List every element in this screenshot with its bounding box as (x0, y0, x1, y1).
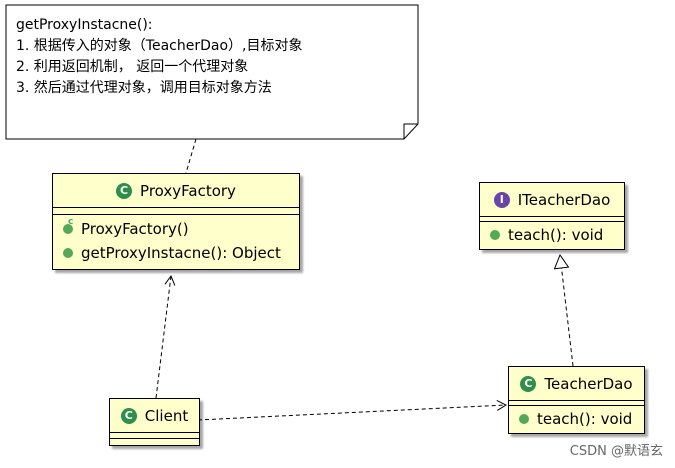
note-fold (403, 123, 418, 139)
public-method-icon (490, 230, 500, 240)
attribute-compartment (509, 401, 644, 406)
operation-compartment (110, 439, 199, 445)
attribute-compartment (480, 217, 624, 222)
client-to-teacherdao-dependency (197, 399, 508, 421)
class-name: Client (144, 406, 189, 425)
attribute-compartment (53, 208, 299, 215)
class-icon: C (120, 407, 137, 424)
note-text: getProxyInstacne(): 1. 根据传入的对象（TeacherDa… (16, 15, 303, 99)
attribute-compartment (110, 433, 199, 439)
public-method-icon (519, 414, 529, 424)
operation-label: ProxyFactory() (81, 220, 189, 238)
operation-label: getProxyInstacne(): Object (81, 244, 281, 262)
class-header: C TeacherDao (509, 367, 644, 401)
note-anchor-line (185, 138, 197, 174)
note-line: getProxyInstacne(): (16, 17, 153, 33)
note-outline (5, 4, 419, 140)
operation-row: teach(): void (509, 407, 644, 431)
note: getProxyInstacne(): 1. 根据传入的对象（TeacherDa… (6, 5, 418, 139)
class-proxyfactory[interactable]: C ProxyFactory c ProxyFactory() getProxy… (52, 173, 300, 270)
note-line: 1. 根据传入的对象（TeacherDao）,目标对象 (16, 38, 303, 54)
interface-icon: I (493, 191, 510, 208)
operation-row: c ProxyFactory() (53, 217, 299, 241)
class-name: ITeacherDao (517, 190, 611, 209)
operation-row: getProxyInstacne(): Object (53, 241, 299, 265)
class-client[interactable]: C Client (109, 398, 200, 446)
operation-label: teach(): void (508, 226, 604, 244)
class-name: TeacherDao (544, 374, 633, 393)
client-to-proxyfactory-dependency (155, 274, 176, 399)
note-line: 3. 然后通过代理对象，调用目标对象方法 (16, 80, 272, 96)
class-name: ProxyFactory (140, 181, 236, 200)
class-icon: C (116, 182, 133, 199)
public-method-icon (63, 248, 73, 258)
class-header: C ProxyFactory (53, 174, 299, 208)
teacherdao-realization (553, 253, 574, 367)
class-icon: C (520, 375, 537, 392)
class-header: I ITeacherDao (480, 183, 624, 217)
class-header: C Client (110, 399, 199, 433)
note-line: 2. 利用返回机制， 返回一个代理对象 (16, 59, 249, 75)
operation-row: teach(): void (480, 223, 624, 247)
interface-iteacherdao[interactable]: I ITeacherDao teach(): void (479, 182, 625, 250)
watermark: CSDN @默语玄 (569, 444, 663, 459)
constructor-icon: c (63, 217, 73, 234)
operation-label: teach(): void (537, 410, 633, 428)
class-teacherdao[interactable]: C TeacherDao teach(): void (508, 366, 645, 434)
